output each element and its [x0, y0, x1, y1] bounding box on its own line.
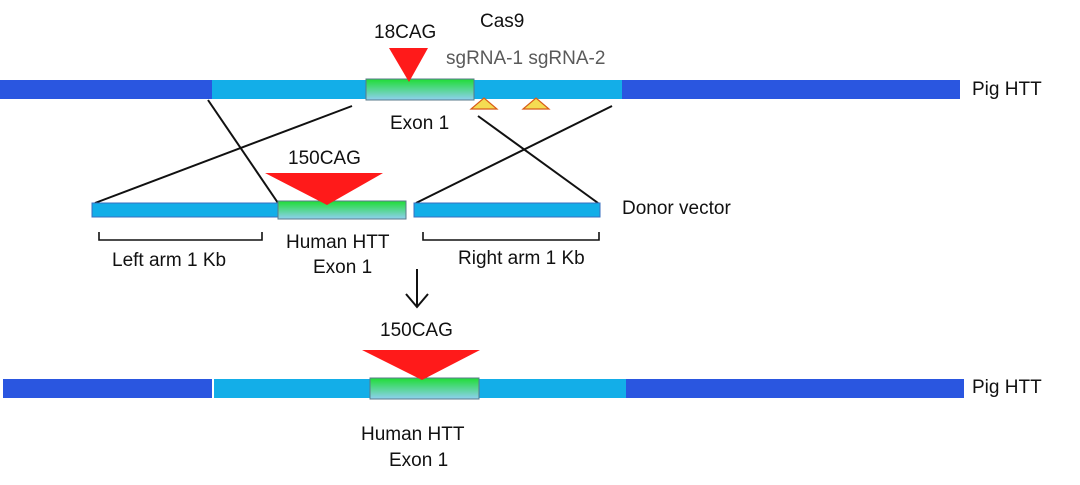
pig-htt-label-result: Pig HTT [972, 377, 1042, 398]
pig-exon1-box [365, 78, 475, 101]
pig-htt-label-top: Pig HTT [972, 79, 1042, 100]
left-arm-bracket [98, 232, 263, 241]
chromosome-bar-right [622, 80, 960, 99]
cag-150-marker-donor [265, 173, 383, 205]
right-arm-label: Right arm 1 Kb [458, 248, 585, 269]
cag-150-label-donor: 150CAG [288, 148, 361, 169]
result-chromosome-left [3, 379, 212, 398]
right-arm-bar [413, 202, 601, 218]
sgrna-2-marker [521, 97, 551, 110]
homology-line-3 [415, 105, 613, 204]
sgrna-1-marker [469, 97, 499, 110]
cag-18-label: 18CAG [374, 22, 436, 43]
pig-htt-locus-result: 150CAG Pig HTT Human HTT Exon 1 [3, 320, 1042, 471]
cas9-label: Cas9 [480, 11, 524, 32]
pig-htt-locus-top: 18CAG Cas9 sgRNA-1 sgRNA-2 Exon 1 Pig HT… [0, 11, 1042, 134]
homology-line-2 [207, 99, 279, 204]
result-human-exon1-box [369, 377, 480, 400]
result-exon-label-line2: Exon 1 [389, 450, 448, 471]
human-exon1-box [277, 200, 407, 220]
left-arm-label: Left arm 1 Kb [112, 250, 226, 271]
sgrna-label: sgRNA-1 sgRNA-2 [446, 48, 605, 69]
cag-18-marker [389, 48, 428, 82]
donor-vector: 150CAG Donor vector Left arm 1 Kb Human … [91, 148, 731, 278]
left-arm-bar [91, 202, 283, 218]
chromosome-bar-left [0, 80, 212, 99]
human-exon-label-line1: Human HTT [286, 232, 390, 253]
right-arm-bracket [422, 232, 600, 241]
down-arrow-icon [405, 269, 429, 309]
cag-150-label-result: 150CAG [380, 320, 453, 341]
cag-150-marker-result [362, 350, 480, 380]
pig-exon1-label: Exon 1 [390, 113, 449, 134]
donor-vector-label: Donor vector [622, 198, 731, 219]
result-chromosome-right [626, 379, 964, 398]
homology-lines [94, 99, 613, 204]
homology-line-1 [94, 105, 353, 204]
homology-line-4 [477, 115, 599, 204]
human-exon-label-line2: Exon 1 [313, 257, 372, 278]
result-exon-label-line1: Human HTT [361, 424, 465, 445]
